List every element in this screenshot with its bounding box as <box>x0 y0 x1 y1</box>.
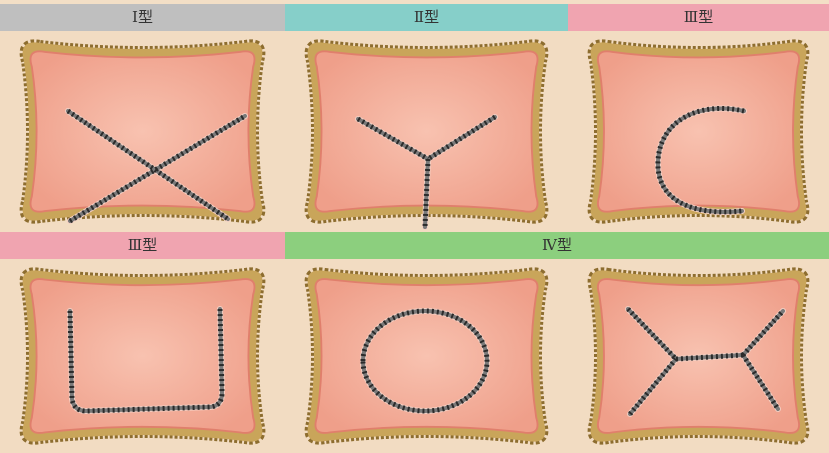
panel-type-1-x-incision <box>0 31 285 232</box>
panel-type-4-double-y-incision <box>568 259 829 453</box>
header-type-1: Ⅰ型 <box>0 4 285 31</box>
u-incision-illustration <box>0 259 285 453</box>
pillow-pad <box>25 44 261 218</box>
panel-type-4-o-incision <box>285 259 568 453</box>
header-type-3-bottom: Ⅲ型 <box>0 232 285 259</box>
pillow-pad <box>25 272 261 439</box>
panel-type-3-c-incision <box>568 31 829 232</box>
x-incision-illustration <box>0 31 285 232</box>
panel-type-3-u-incision <box>0 259 285 453</box>
pillow-pad <box>310 272 544 439</box>
double-y-incision-illustration <box>568 259 829 453</box>
c-incision-illustration <box>568 31 829 232</box>
o-incision-illustration <box>285 259 568 453</box>
header-type-2: Ⅱ型 <box>285 4 568 31</box>
pillow-pad <box>593 44 805 218</box>
header-type-3-top: Ⅲ型 <box>568 4 829 31</box>
y-incision-illustration <box>285 31 568 232</box>
header-type-4: Ⅳ型 <box>285 232 829 259</box>
panel-type-2-y-incision <box>285 31 568 232</box>
